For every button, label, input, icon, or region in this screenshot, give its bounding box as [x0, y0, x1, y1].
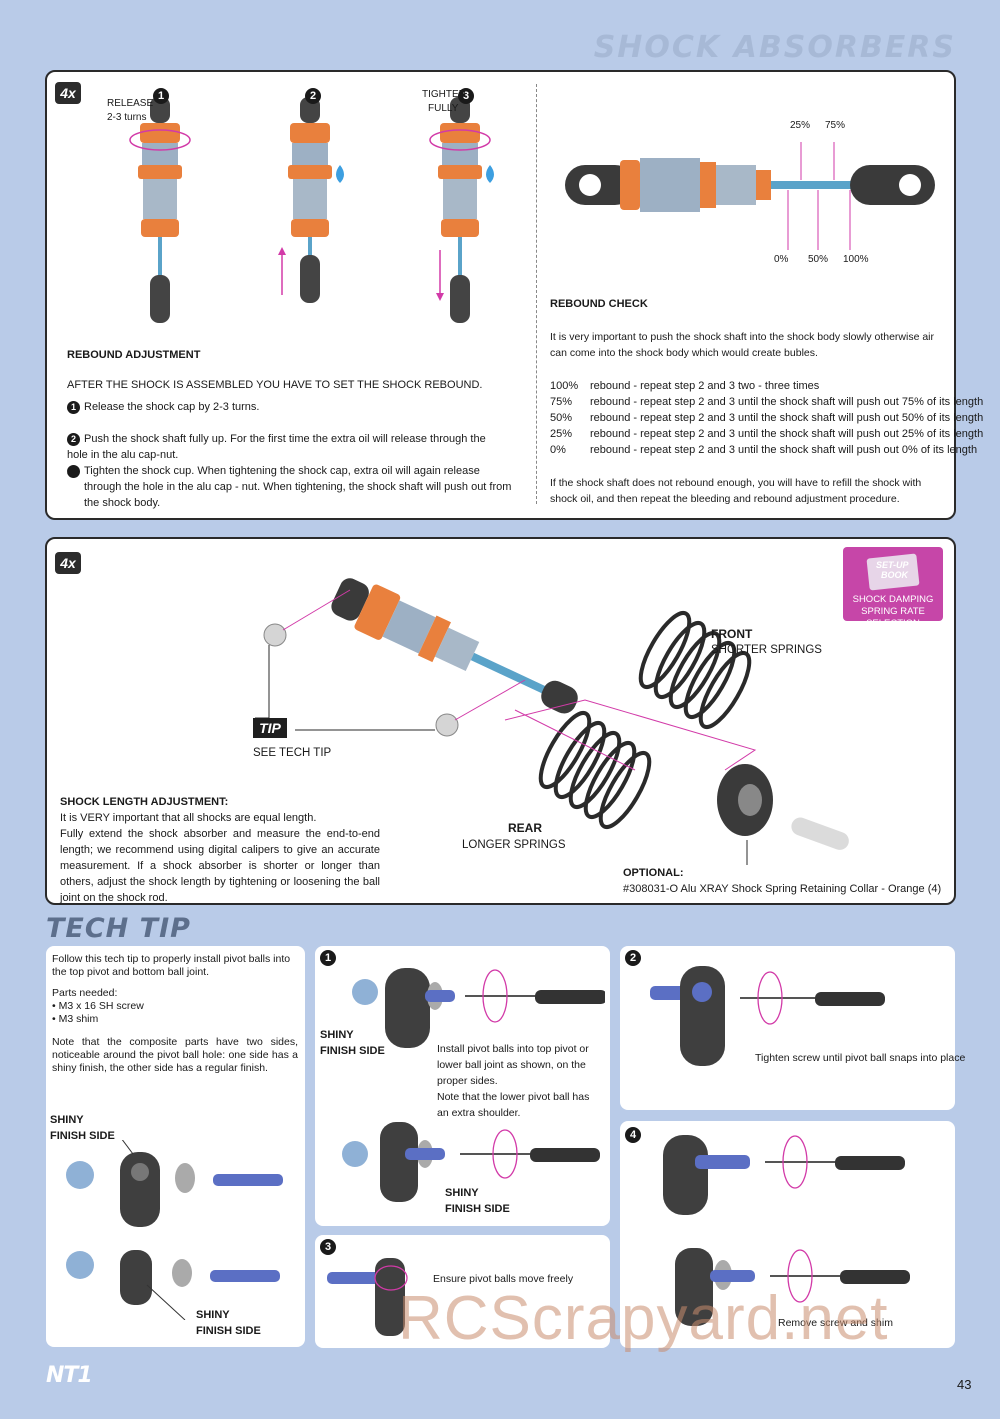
- optional-part-text: #308031-O Alu XRAY Shock Spring Retainin…: [623, 883, 942, 895]
- rebound-adjustment-intro: AFTER THE SHOCK IS ASSEMBLED YOU HAVE TO…: [67, 379, 483, 391]
- tech-step-3-marker: 3: [320, 1239, 336, 1255]
- step-3-text: Ensure pivot balls move freely: [433, 1273, 574, 1285]
- setup-book-line1: SHOCK DAMPING: [852, 594, 934, 605]
- step-3-badge: 3: [62, 465, 80, 478]
- rebound-check-intro: It is very important to push the shock s…: [550, 331, 935, 359]
- setup-book-title-2: BOOK: [881, 570, 908, 580]
- release-turns-label: 2-3 turns: [107, 112, 147, 123]
- finish-side-label: FINISH SIDE: [50, 1130, 115, 1142]
- see-tech-tip-label: SEE TECH TIP: [253, 747, 332, 759]
- tech-step-2-marker: 2: [625, 950, 641, 966]
- finish-side-label: FINISH SIDE: [445, 1203, 510, 1215]
- front-spring-label: FRONT: [711, 627, 753, 641]
- shock-assembly-illustration: [255, 578, 849, 865]
- step-4-illustration: [663, 1135, 910, 1326]
- step-1-badge: 1: [67, 401, 80, 414]
- optional-heading: OPTIONAL:: [623, 867, 684, 879]
- rebound-adjustment-heading: REBOUND ADJUSTMENT: [67, 349, 201, 361]
- rebound-panel: [45, 70, 956, 520]
- tech-tip-intro: Follow this tech tip to properly install…: [52, 953, 291, 978]
- step-3-illustration: [327, 1258, 408, 1336]
- part-item: • M3 shim: [52, 1013, 99, 1025]
- shock-length-line1: It is VERY important that all shocks are…: [60, 812, 317, 824]
- rebound-check-heading: REBOUND CHECK: [550, 298, 648, 310]
- tech-step-4-marker: 4: [625, 1127, 641, 1143]
- parts-illustration: [66, 1140, 283, 1320]
- front-spring-sub: SHORTER SPRINGS: [711, 644, 822, 656]
- step-2-text: Tighten screw until pivot ball snaps int…: [755, 1052, 966, 1064]
- shiny-label: SHINY: [50, 1114, 84, 1126]
- rear-spring-label: REAR: [508, 821, 543, 835]
- rebound-row: 75%rebound - repeat step 2 and 3 until t…: [550, 396, 984, 408]
- rebound-row: 100%rebound - repeat step 2 and 3 two - …: [550, 380, 820, 392]
- quantity-badge: 4x: [55, 552, 81, 574]
- shiny-label: SHINY: [445, 1187, 479, 1199]
- rear-spring-sub: LONGER SPRINGS: [462, 839, 566, 851]
- page-number: 43: [957, 1377, 972, 1392]
- finish-side-label: FINISH SIDE: [320, 1045, 385, 1057]
- step-1-illustration: [342, 968, 605, 1202]
- page-title: SHOCK ABSORBERS: [593, 30, 956, 65]
- panel-divider: [536, 84, 537, 504]
- tech-step-3-panel: [315, 1235, 610, 1348]
- tech-tip-title: TECH TIP: [46, 913, 191, 944]
- rebound-row: 0%rebound - repeat step 2 and 3 until th…: [550, 444, 978, 456]
- step-4-text: Remove screw and shim: [778, 1317, 893, 1329]
- step-1-marker: 1: [153, 88, 169, 104]
- tip-badge: TIP: [253, 718, 287, 738]
- pct-label-25: 25%: [790, 120, 811, 131]
- tighten-label: TIGHTEN: [422, 89, 466, 100]
- pct-label-75: 75%: [825, 120, 846, 131]
- step-3-marker: 3: [458, 88, 474, 104]
- release-label: RELEASE: [107, 98, 154, 109]
- shiny-label: SHINY: [196, 1309, 230, 1321]
- shiny-label: SHINY: [320, 1029, 354, 1041]
- step-1-note: Note that the lower pivot ball has an ex…: [437, 1091, 590, 1119]
- shock-length-text: Fully extend the shock absorber and meas…: [60, 828, 380, 904]
- rebound-steps-illustration: [129, 97, 494, 323]
- shock-illustration: [429, 97, 494, 323]
- nt1-logo: NT1: [46, 1363, 93, 1388]
- pct-label-100: 100%: [843, 254, 869, 265]
- watermark: RCScrapyard.net: [398, 1284, 889, 1353]
- setup-book-line2: SPRING RATE SELECTION: [861, 606, 925, 629]
- part-item: • M3 x 16 SH screw: [52, 1000, 144, 1012]
- shock-assembly-panel: [45, 537, 956, 905]
- pct-label-50: 50%: [808, 254, 829, 265]
- tech-step-1-marker: 1: [320, 950, 336, 966]
- rebound-check-illustration: [565, 142, 935, 250]
- rebound-row: 25%rebound - repeat step 2 and 3 until t…: [550, 428, 984, 440]
- fully-label: FULLY: [428, 103, 459, 114]
- shock-illustration: [129, 97, 191, 323]
- finish-side-label: FINISH SIDE: [196, 1325, 261, 1337]
- rebound-row: 50%rebound - repeat step 2 and 3 until t…: [550, 412, 984, 424]
- step-2-marker: 2: [305, 88, 321, 104]
- step-2-badge: 2: [67, 433, 80, 446]
- tech-step-2-panel: [620, 946, 955, 1110]
- quantity-badge: 4x: [55, 82, 81, 104]
- step-2-illustration: [650, 966, 885, 1066]
- setup-book-title: SET-UP: [876, 560, 909, 570]
- shock-length-heading: SHOCK LENGTH ADJUSTMENT:: [60, 796, 229, 808]
- tech-tip-note: Note that the composite parts have two s…: [52, 1036, 298, 1074]
- pct-label-0: 0%: [774, 254, 789, 265]
- shock-illustration: [278, 97, 344, 303]
- step-1-text: Install pivot balls into top pivot or lo…: [437, 1043, 589, 1087]
- parts-needed-heading: Parts needed:: [52, 987, 118, 999]
- rebound-check-footer: If the shock shaft does not rebound enou…: [550, 477, 922, 505]
